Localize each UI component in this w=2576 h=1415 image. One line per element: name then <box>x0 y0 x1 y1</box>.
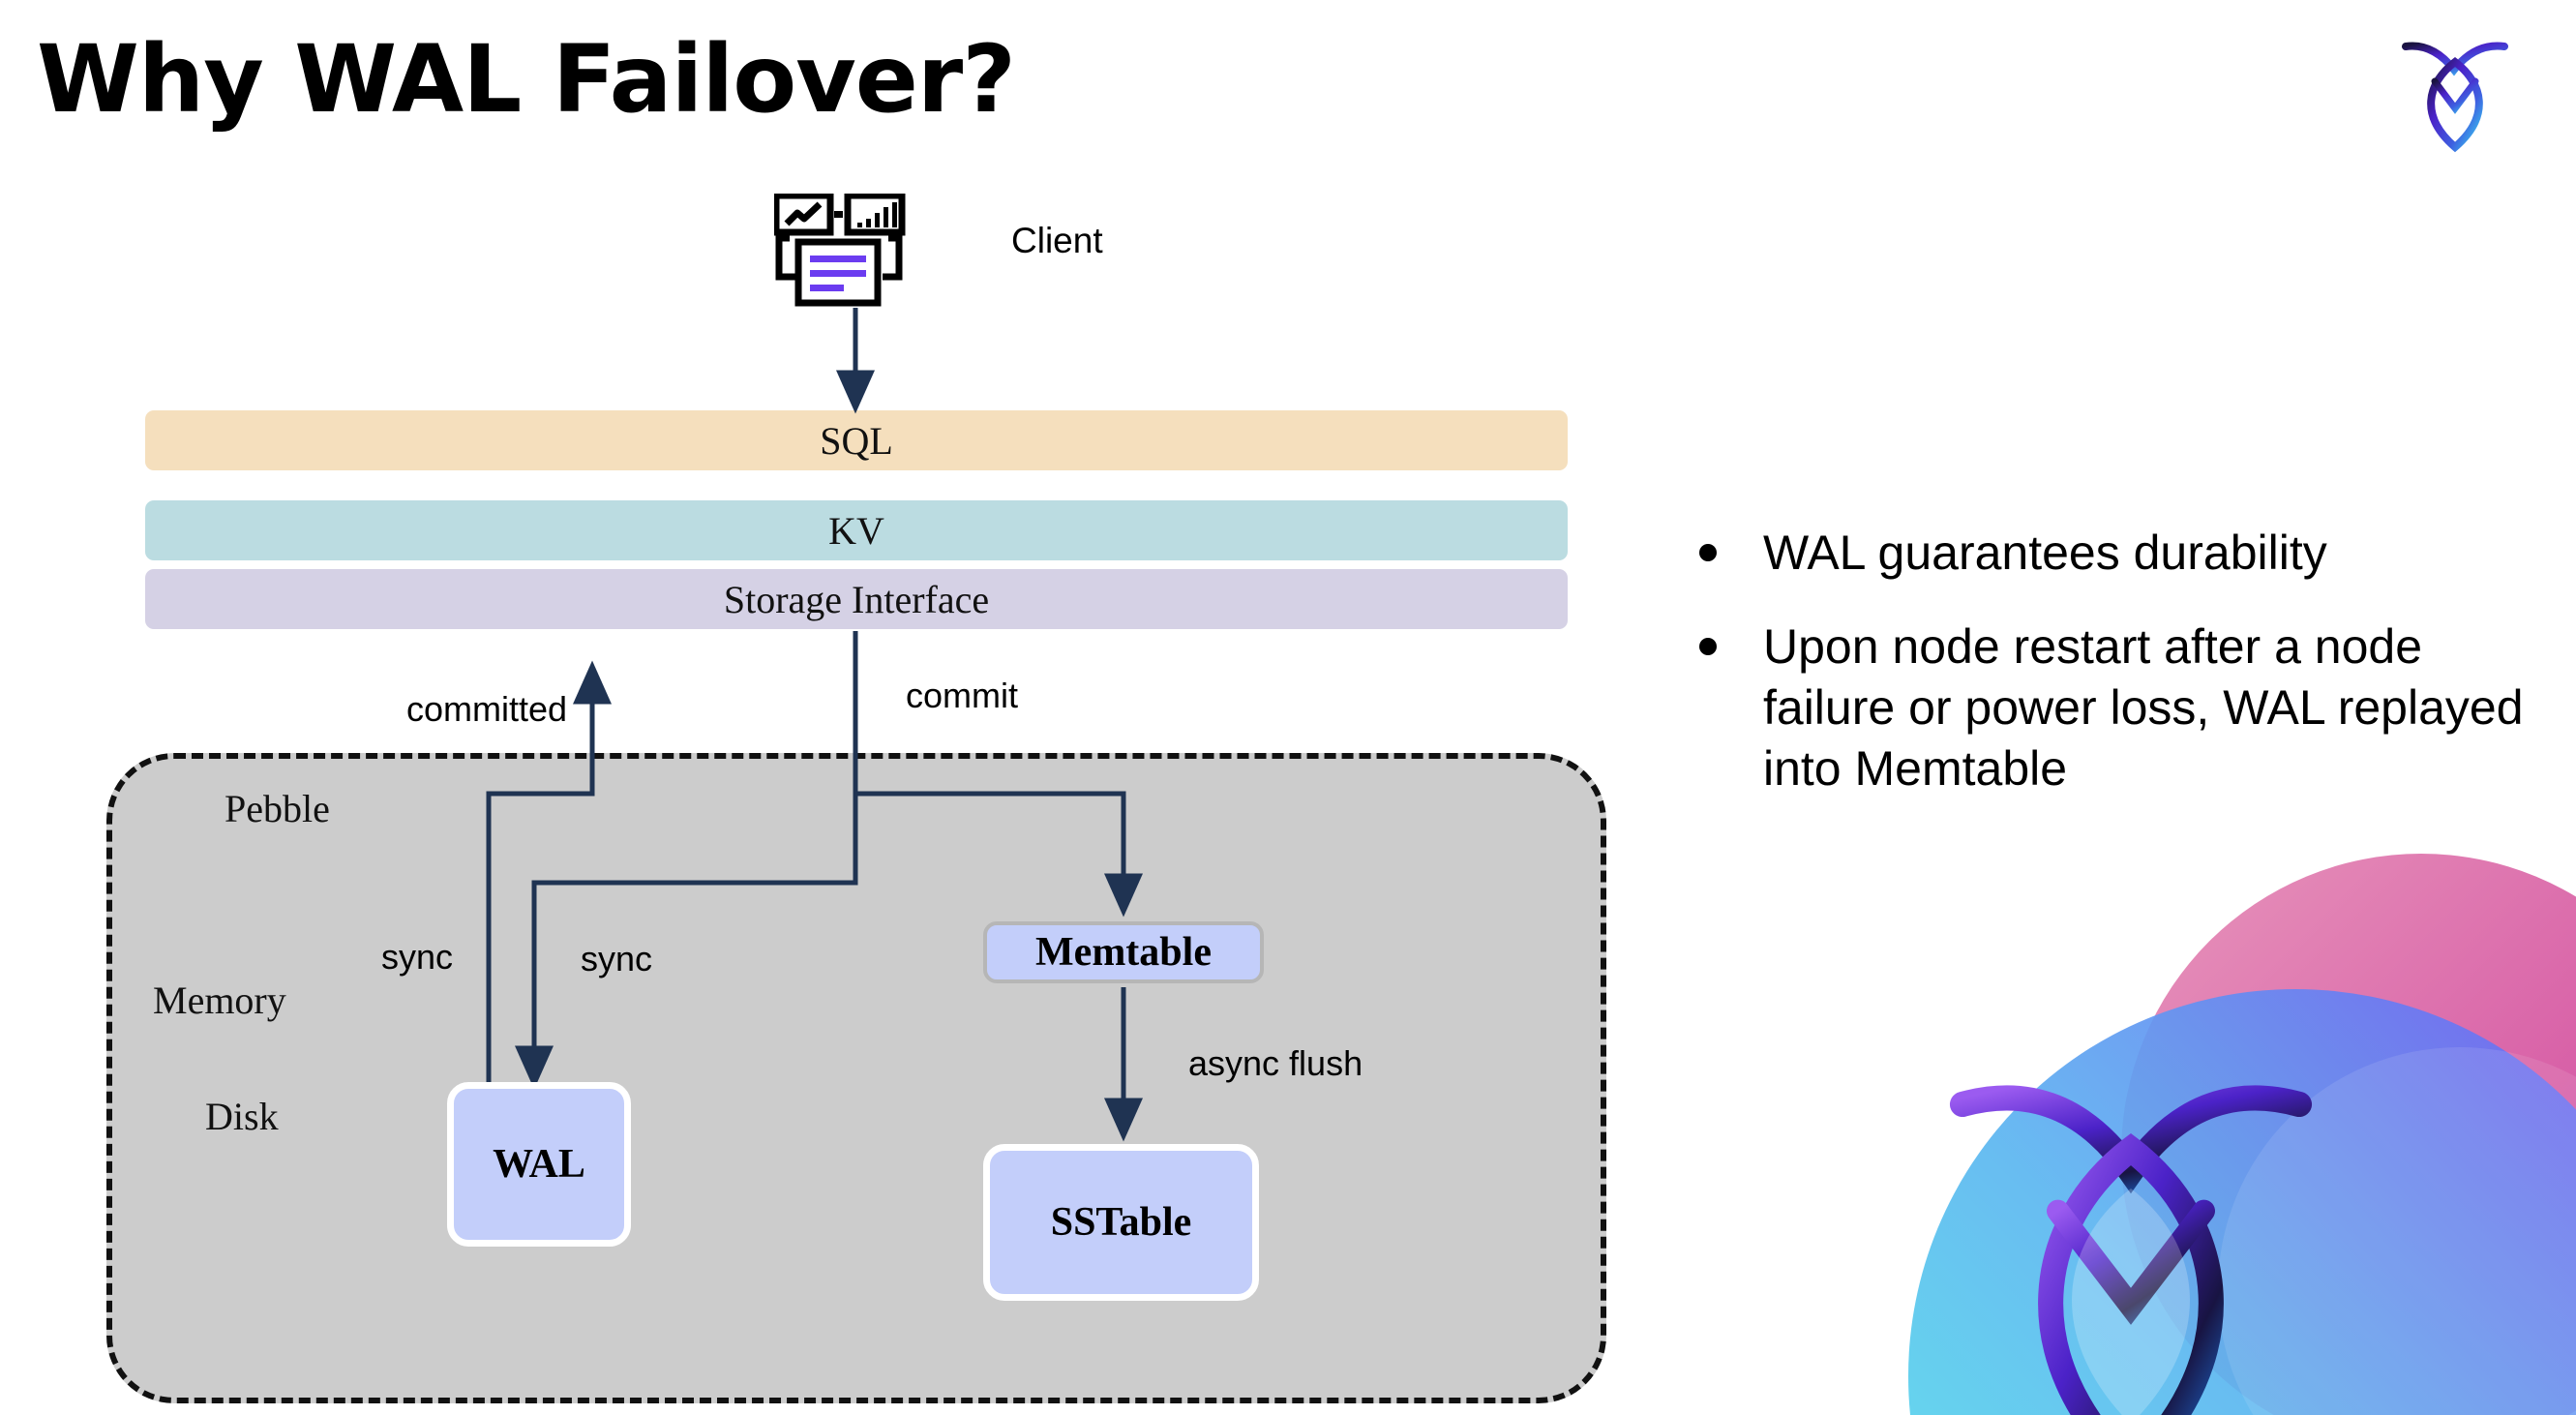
client-label: Client <box>1011 221 1103 260</box>
bullet-text: WAL guarantees durability <box>1763 526 2327 580</box>
pebble-label: Pebble <box>225 787 330 830</box>
bullet-text: Upon node restart after a node failure o… <box>1763 619 2524 796</box>
layer-bar-kv-label: KV <box>828 508 884 553</box>
edge-label-sync-left: sync <box>381 937 454 977</box>
edge-label-sync-right: sync <box>581 939 653 978</box>
layer-bar-sql: SQL <box>145 410 1568 470</box>
pebble-container <box>106 753 1606 1403</box>
layer-bar-storage-interface-label: Storage Interface <box>723 577 990 621</box>
node-sstable-label: SSTable <box>1050 1200 1192 1245</box>
layer-bar-kv: KV <box>145 500 1568 560</box>
node-sstable: SSTable <box>983 1144 1259 1301</box>
edge-label-commit: commit <box>906 676 1018 715</box>
disk-label: Disk <box>205 1095 279 1138</box>
decorative-brand-artwork <box>1841 834 2576 1415</box>
list-item: WAL guarantees durability <box>1699 523 2531 584</box>
node-wal: WAL <box>447 1082 631 1247</box>
list-item: Upon node restart after a node failure o… <box>1699 617 2531 799</box>
cockroachdb-logo <box>2398 27 2514 153</box>
node-memtable: Memtable <box>983 921 1264 983</box>
layer-bar-sql-label: SQL <box>820 418 893 463</box>
node-wal-label: WAL <box>493 1142 585 1187</box>
edge-label-committed: committed <box>406 689 568 729</box>
layer-bar-storage-interface: Storage Interface <box>145 569 1568 629</box>
memory-label: Memory <box>153 978 286 1022</box>
node-memtable-label: Memtable <box>1035 930 1212 975</box>
bullet-dot-icon <box>1699 544 1717 561</box>
page-title: Why WAL Failover? <box>37 25 1016 134</box>
client-dashboard-icon <box>772 192 924 315</box>
edge-label-async-flush: async flush <box>1188 1043 1363 1083</box>
bullet-dot-icon <box>1699 638 1717 655</box>
bullet-list: WAL guarantees durability Upon node rest… <box>1699 523 2531 832</box>
